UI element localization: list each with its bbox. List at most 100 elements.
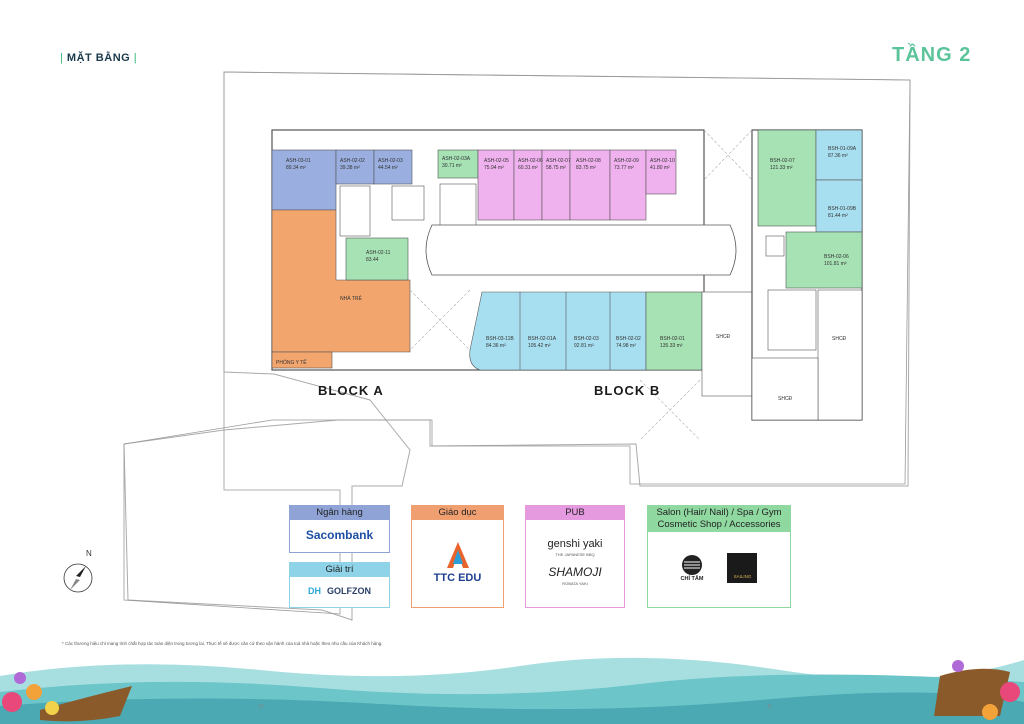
room-shcd-3: SHCĐ	[778, 396, 793, 402]
boat-left-icon	[40, 686, 132, 722]
sacombank-logo: Sacombank	[305, 528, 374, 542]
sailing-logo: SAILING	[733, 574, 752, 579]
unit-ash-02-11[interactable]	[345, 237, 409, 281]
shcd-room-1[interactable]	[701, 291, 753, 397]
wave-footer	[0, 657, 1024, 724]
legend-salon-title-2: Cosmetic Shop / Accessories	[657, 519, 781, 530]
unit-bsh-01-09b[interactable]	[815, 179, 863, 233]
flower-icon	[2, 692, 22, 712]
unit-bsh-02-07[interactable]	[757, 129, 817, 227]
shcd-room-3[interactable]	[751, 357, 819, 421]
flower-icon-4	[45, 701, 59, 715]
section-title: | MẶT BẰNG |	[60, 52, 138, 64]
legend-pub-title: PUB	[526, 506, 624, 520]
compass-label: N	[86, 549, 92, 558]
unit-id-label: BSH-01-09A	[828, 146, 857, 152]
unit-id-label: BSH-01-09B	[828, 206, 857, 212]
unit-id-label: ASH-02-03A	[442, 156, 471, 162]
unit-id-label: ASH-03-01	[286, 158, 311, 164]
unit-ash-02-07[interactable]	[541, 149, 571, 221]
unit-id-label: BSH-02-03	[574, 336, 599, 342]
flower-icon-3	[14, 672, 26, 684]
unit-area-label: 89.34 m²	[286, 165, 306, 171]
compass-icon: N	[63, 549, 93, 593]
unit-area-label: 105.42 m²	[528, 343, 551, 349]
shamoji-sub: ROBATA YAKI	[562, 581, 588, 586]
room-shcd-1: SHCĐ	[716, 334, 731, 340]
flower-icon-7	[952, 660, 964, 672]
shcd-room-2[interactable]	[817, 289, 863, 421]
genshi-yaki-logo: genshi yaki	[547, 538, 603, 550]
unit-id-label: ASH-02-11	[366, 250, 391, 256]
core-a2	[391, 185, 425, 221]
unit-id-label: BSH-02-01A	[528, 336, 557, 342]
flower-icon-5	[1000, 682, 1020, 702]
unit-id-label: BSH-02-06	[824, 254, 849, 260]
unit-area-label: 121.33 m²	[770, 165, 793, 171]
block-a-label: BLOCK A	[318, 383, 384, 398]
page-num-left: 10	[258, 704, 264, 710]
room-shcd-2: SHCĐ	[832, 336, 847, 342]
unit-ash-02-08[interactable]	[569, 149, 611, 221]
flower-icon-2	[26, 684, 42, 700]
legend-education: Giáo dục TTC EDU	[411, 505, 504, 608]
unit-id-label: ASH-02-06	[518, 158, 543, 164]
unit-area-label: 74.98 m²	[616, 343, 636, 349]
flower-icon-6	[982, 704, 998, 720]
unit-id-label: ASH-02-10	[650, 158, 675, 164]
chi-tam-logo: CHÍ TÂM	[680, 576, 704, 582]
unit-id-label: BSH-02-01	[660, 336, 685, 342]
phong-y-te[interactable]	[271, 351, 333, 369]
legend-salon-title-1: Salon (Hair/ Nail) / Spa / Gym	[656, 507, 782, 518]
unit-ash-02-10[interactable]	[645, 149, 677, 195]
legend-pub: PUB genshi yaki THE JAPANESE BBQ SHAMOJI…	[525, 505, 625, 608]
core-a3	[439, 183, 477, 231]
unit-ash-02-05[interactable]	[477, 149, 515, 221]
room-nha-tre: NHÀ TRẺ	[340, 295, 363, 302]
section-title-text: MẶT BẰNG	[66, 52, 131, 64]
unit-area-label: 73.77 m²	[614, 165, 634, 171]
unit-ash-02-06[interactable]	[513, 149, 543, 221]
unit-ash-02-03a[interactable]	[437, 149, 479, 179]
site-boundary	[123, 71, 911, 615]
sailing-logo-box: SAILING	[727, 553, 758, 583]
unit-ash-02-09[interactable]	[609, 149, 647, 221]
unit-id-label: BSH-03-11B	[486, 336, 514, 342]
core-b	[767, 289, 817, 351]
unit-area-label: 44.54 m²	[378, 165, 398, 171]
unit-id-label: BSH-02-07	[770, 158, 795, 164]
footnote: * Các thương hiệu chỉ mang tính chất hợp…	[62, 641, 383, 646]
drive-aisle	[425, 224, 737, 276]
unit-bsh-02-06[interactable]	[785, 231, 863, 289]
unit-id-label: ASH-02-02	[340, 158, 365, 164]
unit-area-label: 41.80 m²	[650, 165, 670, 171]
site-outline	[123, 71, 911, 621]
unit-bsh-01-09a[interactable]	[815, 129, 863, 181]
unit-area-label: 39.38 m²	[340, 165, 360, 171]
ttc-edu-logo: TTC EDU	[433, 572, 482, 584]
legend-education-title: Giáo dục	[412, 506, 503, 520]
unit-area-label: 83.75 m²	[576, 165, 596, 171]
ttc-edu-logo-icon	[446, 542, 469, 568]
compass: N	[60, 546, 104, 601]
unit-area-label: 92.81 m²	[574, 343, 594, 349]
boat-right-icon	[934, 668, 1010, 716]
shamoji-logo: SHAMOJI	[548, 565, 602, 579]
unit-ash-02-03[interactable]	[373, 149, 413, 185]
block-b-label: BLOCK B	[594, 383, 661, 398]
unit-area-label: 81.44 m²	[828, 213, 848, 219]
unit-ash-03-01[interactable]	[271, 149, 337, 211]
legend-salon: Salon (Hair/ Nail) / Spa / Gym Cosmetic …	[647, 505, 791, 608]
unit-bsh-02-01[interactable]	[645, 291, 703, 371]
unit-area-label: 87.36 m²	[828, 153, 848, 159]
dh-logo: DH	[308, 586, 321, 596]
unit-ash-02-02[interactable]	[335, 149, 375, 185]
block-b-retail	[469, 291, 647, 371]
unit-area-label: 75.94 m²	[484, 165, 504, 171]
chi-tam-logo-icon	[681, 555, 702, 575]
core-a1	[339, 185, 371, 237]
legend-bank: Ngân hàng Sacombank	[289, 505, 390, 553]
unit-id-label: ASH-02-08	[576, 158, 601, 164]
